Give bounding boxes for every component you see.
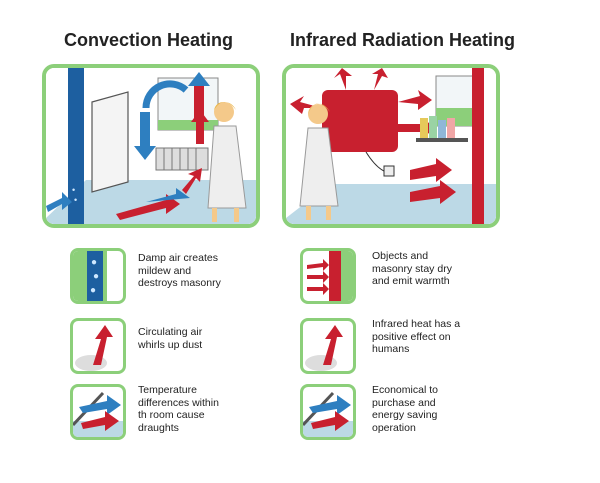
infrared-legend-text-2: Infrared heat has a positive effect on h… — [372, 318, 461, 355]
convection-legend-text-1: Damp air creates mildew and destroys mas… — [138, 252, 221, 289]
convection-title: Convection Heating — [64, 30, 234, 50]
svg-text:●: ● — [90, 285, 96, 296]
svg-text:•: • — [74, 195, 77, 205]
infrared-scene — [282, 64, 500, 228]
infrared-legend-text-1: Objects and masonry stay dry and emit wa… — [372, 250, 452, 287]
wet-wall-icon: ● ● ● — [70, 248, 126, 304]
dust-arrow-icon — [70, 318, 126, 374]
infrared-title: Infrared Radiation Heating — [290, 30, 516, 50]
convection-legend-text-2: Circulating air whirls up dust — [138, 326, 203, 351]
infrared-legend-text-3: Economical to purchase and energy saving… — [372, 384, 438, 434]
saving-arrows-icon — [300, 384, 356, 440]
draught-arrows-icon — [70, 384, 126, 440]
warm-wall-icon — [300, 248, 356, 304]
convection-scene: • • — [42, 64, 260, 228]
heat-arrow-icon — [300, 318, 356, 374]
svg-text:●: ● — [91, 257, 97, 268]
svg-text:●: ● — [93, 271, 99, 282]
convection-legend-text-3: Temperature differences within th room c… — [138, 384, 219, 434]
svg-text:•: • — [72, 185, 75, 195]
